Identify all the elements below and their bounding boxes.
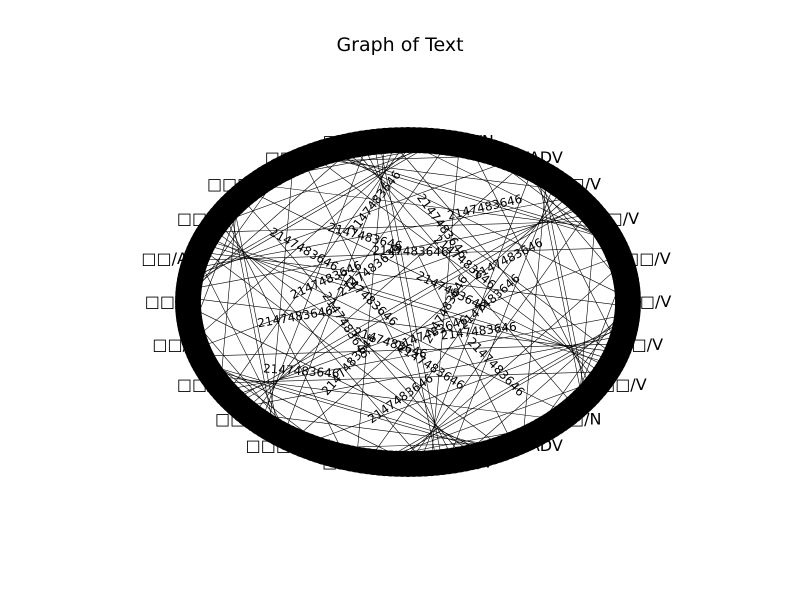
graph-edge — [384, 322, 627, 464]
graph-edge — [229, 206, 275, 431]
graph-edge — [379, 141, 443, 463]
graph-edge — [204, 239, 614, 361]
graph-node — [614, 284, 641, 311]
graph-edge — [192, 196, 576, 269]
graph-edge — [407, 210, 590, 465]
graph-edge — [229, 255, 620, 398]
graph-edge — [260, 142, 369, 423]
node-label: □□/N — [554, 409, 602, 428]
graph-edge — [196, 255, 289, 439]
edge-weight-label: 2147483646 — [372, 244, 449, 259]
graph-edge — [402, 139, 614, 245]
edges-group — [187, 139, 629, 465]
graph-edge — [211, 228, 503, 449]
graph-edge — [236, 203, 583, 405]
graph-edge — [256, 184, 605, 229]
graph-edge — [308, 157, 568, 191]
edge-weight-label: 2147483646 — [263, 361, 340, 380]
graph-edge — [367, 187, 564, 462]
graph-edge — [189, 140, 432, 282]
graph-edge — [196, 206, 587, 349]
node-label: □□/ADV — [493, 148, 563, 167]
graph-edge — [459, 310, 628, 460]
graph-edge — [396, 263, 623, 465]
graph-title: Graph of Text — [336, 34, 464, 56]
graph-edge — [541, 173, 587, 398]
graph-edge — [350, 145, 576, 408]
graph-edge — [217, 371, 607, 384]
graph-edge — [188, 213, 593, 290]
node-label: □□/V — [215, 409, 262, 428]
graph-edge — [200, 247, 477, 457]
graph-edge — [323, 152, 610, 237]
graph-edge — [527, 165, 620, 349]
graph-edge — [233, 199, 580, 401]
node-label: □□/V — [145, 292, 192, 311]
node-label: □□□/ADV — [246, 436, 331, 455]
graph-edge — [202, 243, 612, 365]
graph-edge — [226, 139, 409, 394]
node-label: □□/V — [177, 209, 224, 228]
nodes-group — [175, 127, 641, 477]
graph-edge — [211, 375, 560, 420]
node-label: □□/V — [177, 375, 224, 394]
graph-edge — [223, 213, 346, 458]
node-label: □□□/V — [609, 249, 671, 268]
graph-edge — [430, 144, 460, 464]
graph-edge — [195, 247, 616, 261]
graph-edge — [248, 190, 610, 369]
graph-edge — [188, 297, 618, 353]
edge-labels-group: 2147483646 2147483646 2147483646 2147483646… — [256, 168, 545, 426]
node-label: □□/V — [593, 209, 640, 228]
edge-weight-label: 2147483646 — [256, 303, 334, 330]
graph-edge — [362, 143, 514, 445]
graph-edge — [302, 159, 454, 461]
graph-edge — [188, 144, 357, 294]
graph-edge — [223, 314, 628, 391]
graph-edge — [217, 220, 426, 464]
graph-edge — [209, 220, 599, 233]
graph-edge — [206, 235, 568, 414]
node-label: □□/V — [554, 175, 601, 194]
node-label: □□/ADV — [141, 249, 211, 268]
node-label: □□□/N — [207, 175, 270, 194]
node-label: □□/V — [323, 132, 370, 151]
graph-edge — [193, 139, 420, 341]
node-label: □□/ADV — [493, 436, 563, 455]
node-label: □□/V — [265, 148, 312, 167]
node-label: □□□/V — [585, 375, 647, 394]
edge-weight-label: 2147483646 — [446, 192, 524, 223]
graph-edge — [292, 193, 572, 441]
graph-edge — [313, 155, 605, 376]
graph-edge — [419, 168, 533, 464]
graph-edge — [244, 163, 524, 411]
node-label: □□/N — [322, 452, 370, 471]
graph-edge — [339, 147, 616, 357]
graph-edge — [373, 141, 437, 463]
graph-edge — [447, 181, 556, 462]
node-labels-group: □□/V□□/V□□□/V□□/N□□/ADV□□/V□□/V□□/N□□□/A… — [141, 126, 671, 477]
graph-edge — [356, 140, 386, 460]
node-label: □□/V — [385, 126, 432, 145]
graph-edge — [220, 200, 238, 387]
graph-edge — [198, 251, 628, 307]
node-label: □□/V — [385, 458, 432, 477]
node-label: □□/N — [152, 335, 200, 354]
node-label: □□/V — [617, 335, 664, 354]
graph-edge — [248, 413, 508, 447]
graph-edge — [283, 140, 397, 436]
node-label: □□/N — [446, 132, 494, 151]
graph-edge — [214, 141, 443, 225]
graph-edge — [522, 176, 547, 441]
node-label: □□/V — [625, 292, 672, 311]
node-label: □□/V — [447, 452, 494, 471]
graph-edge — [206, 367, 493, 452]
